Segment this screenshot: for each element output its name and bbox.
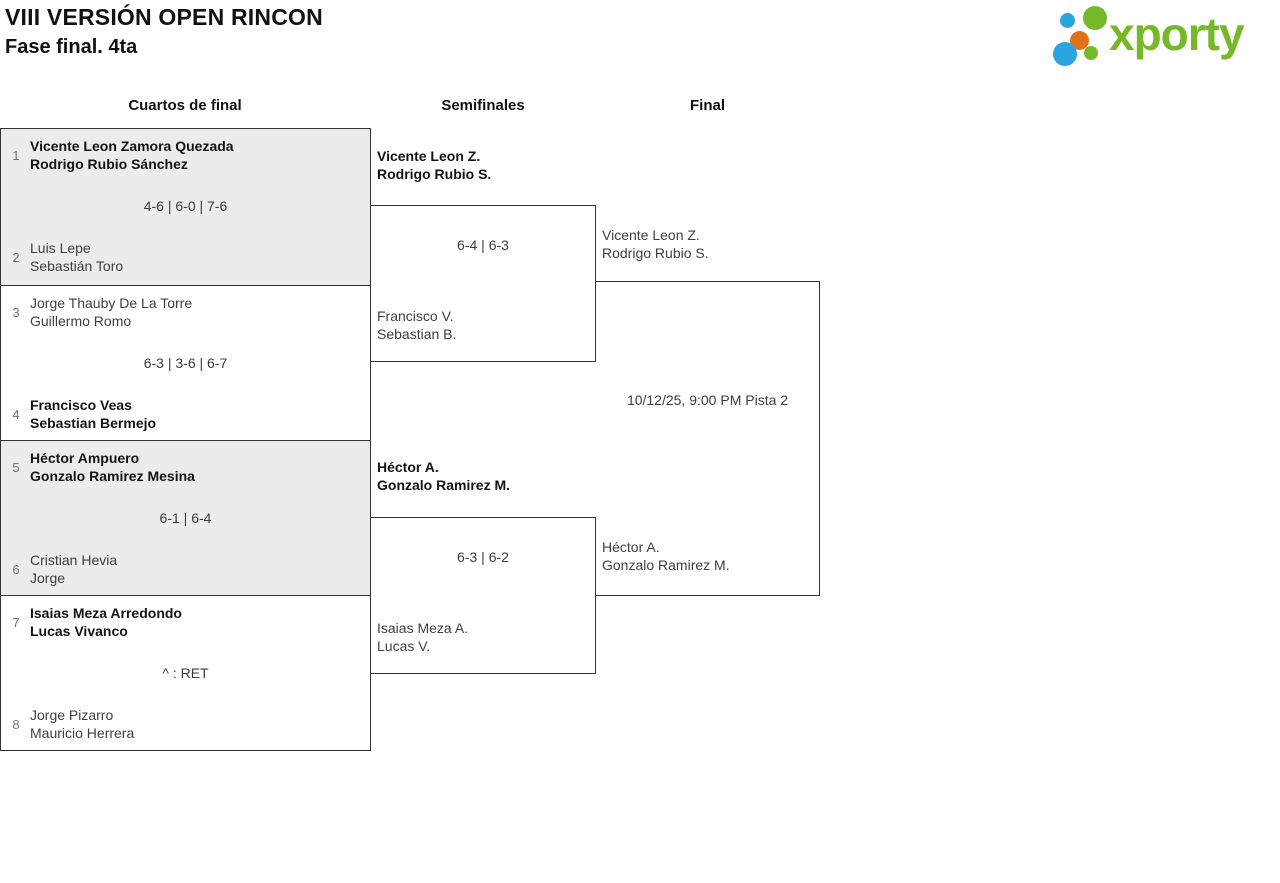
team-name-line: Cristian Hevia: [30, 552, 118, 568]
seed-number: 2: [12, 249, 20, 265]
team-name-line: Héctor Ampuero: [30, 450, 140, 466]
seed-number: 5: [12, 459, 20, 475]
team-name-line: Guillermo Romo: [30, 313, 132, 329]
team-name-line: Rodrigo Rubio S.: [377, 166, 492, 182]
team-name-line: Vicente Leon Zamora Quezada: [30, 138, 234, 154]
team-names: Vicente Leon Z. Rodrigo Rubio S.: [602, 226, 709, 262]
seed-number: 7: [12, 614, 20, 630]
team-names: Jorge Pizarro Mauricio Herrera: [30, 706, 134, 742]
match-box-qf4: 7 Isaias Meza Arredondo Lucas Vivanco ^ …: [0, 595, 371, 751]
page-title: VIII VERSIÓN OPEN RINCON: [5, 4, 323, 30]
final-schedule: 10/12/25, 9:00 PM Pista 2: [626, 392, 789, 408]
team-names: Isaias Meza Arredondo Lucas Vivanco: [30, 604, 182, 640]
team-name-line: Rodrigo Rubio S.: [602, 245, 709, 261]
team-name-line: Rodrigo Rubio Sánchez: [30, 156, 188, 172]
team-name-line: Gonzalo Ramirez M.: [602, 557, 730, 573]
team-row: 7 Isaias Meza Arredondo Lucas Vivanco: [7, 604, 365, 640]
logo-dot-green-large-icon: [1083, 6, 1107, 30]
team-name-line: Isaias Meza A.: [377, 620, 469, 636]
xporty-logo[interactable]: xporty: [1045, 0, 1280, 75]
team-names: Héctor Ampuero Gonzalo Ramirez Mesina: [30, 449, 195, 485]
team-name-line: Héctor A.: [377, 459, 439, 475]
logo-dot-orange-icon: [1070, 31, 1089, 50]
team-name-line: Jorge: [30, 570, 66, 586]
team-name-line: Lucas Vivanco: [30, 623, 128, 639]
team-row: 1 Vicente Leon Zamora Quezada Rodrigo Ru…: [7, 137, 365, 173]
team-row: 5 Héctor Ampuero Gonzalo Ramirez Mesina: [7, 449, 365, 485]
match-box-sf2: [370, 517, 596, 674]
match-box-qf2: 3 Jorge Thauby De La Torre Guillermo Rom…: [0, 285, 371, 441]
logo-dot-blue-small-icon: [1060, 13, 1075, 28]
logo-dot-blue-large-icon: [1053, 42, 1077, 66]
team-row: 8 Jorge Pizarro Mauricio Herrera: [7, 706, 365, 742]
team-names: Vicente Leon Zamora Quezada Rodrigo Rubi…: [30, 137, 234, 173]
team-name-line: Héctor A.: [602, 539, 660, 555]
seed-number: 6: [12, 561, 20, 577]
team-row: 6 Cristian Hevia Jorge: [7, 551, 365, 587]
column-header-quarterfinals: Cuartos de final: [128, 97, 242, 114]
match-box-final: [595, 281, 820, 596]
team-name-line: Francisco Veas: [30, 397, 132, 413]
team-names: Luis Lepe Sebastián Toro: [30, 239, 123, 275]
team-names: Héctor A. Gonzalo Ramirez M.: [602, 538, 730, 574]
team-name-line: Vicente Leon Z.: [377, 148, 481, 164]
match-score: 6-3 | 6-2: [457, 549, 509, 565]
team-names: Isaias Meza A. Lucas V.: [377, 619, 468, 655]
column-header-semifinals: Semifinales: [441, 97, 525, 114]
page-subtitle: Fase final. 4ta: [5, 36, 138, 58]
seed-number: 8: [12, 716, 20, 732]
team-name-line: Sebastián Toro: [30, 258, 124, 274]
column-header-final: Final: [689, 97, 725, 114]
team-names: Jorge Thauby De La Torre Guillermo Romo: [30, 294, 192, 330]
team-name-line: Francisco V.: [377, 308, 454, 324]
team-name-line: Lucas V.: [377, 638, 431, 654]
team-name-line: Sebastian Bermejo: [30, 415, 157, 431]
team-name-line: Vicente Leon Z.: [602, 227, 700, 243]
match-box-sf1: [370, 205, 596, 362]
team-row: 3 Jorge Thauby De La Torre Guillermo Rom…: [7, 294, 365, 330]
team-name-line: Isaias Meza Arredondo: [30, 605, 182, 621]
match-score: 6-1 | 6-4: [159, 510, 212, 526]
match-box-qf1: 1 Vicente Leon Zamora Quezada Rodrigo Ru…: [0, 128, 371, 286]
logo-wordmark: xporty: [1109, 8, 1245, 60]
team-row: 2 Luis Lepe Sebastián Toro: [7, 239, 365, 275]
team-names: Francisco Veas Sebastian Bermejo: [30, 396, 156, 432]
team-names: Héctor A. Gonzalo Ramirez M.: [377, 458, 510, 494]
seed-number: 4: [12, 406, 20, 422]
team-names: Vicente Leon Z. Rodrigo Rubio S.: [377, 147, 491, 183]
match-score: 6-3 | 3-6 | 6-7: [143, 355, 228, 371]
match-score: 4-6 | 6-0 | 7-6: [143, 198, 228, 214]
team-name-line: Gonzalo Ramirez M.: [377, 477, 511, 493]
team-name-line: Jorge Thauby De La Torre: [30, 295, 193, 311]
team-names: Francisco V. Sebastian B.: [377, 307, 456, 343]
team-name-line: Mauricio Herrera: [30, 725, 135, 741]
match-box-qf3: 5 Héctor Ampuero Gonzalo Ramirez Mesina …: [0, 440, 371, 596]
seed-number: 3: [12, 304, 20, 320]
team-name-line: Jorge Pizarro: [30, 707, 114, 723]
team-name-line: Gonzalo Ramirez Mesina: [30, 468, 195, 484]
match-score: ^ : RET: [162, 665, 209, 681]
match-score: 6-4 | 6-3: [457, 237, 509, 253]
team-names: Cristian Hevia Jorge: [30, 551, 117, 587]
seed-number: 1: [12, 147, 20, 163]
team-name-line: Sebastian B.: [377, 326, 457, 342]
team-row: 4 Francisco Veas Sebastian Bermejo: [7, 396, 365, 432]
team-name-line: Luis Lepe: [30, 240, 91, 256]
logo-dot-green-small-icon: [1084, 46, 1098, 60]
